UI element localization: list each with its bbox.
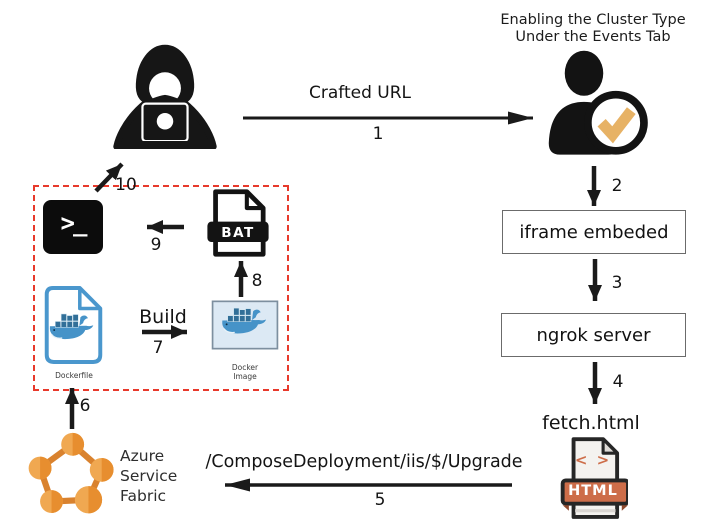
victim-caption-line2: Under the Events Tab [515,29,671,46]
azure-service-fabric-label: Azure Service Fabric [120,446,177,506]
azure-label-line2: Service [120,467,178,486]
step6-number: 6 [79,396,91,416]
dockerfile-label: Dockerfile [55,371,93,380]
ngrok-server-label: ngrok server [536,324,651,346]
checkmark-icon [597,107,636,144]
iframe-embedded-label: iframe embeded [519,221,669,243]
fetch-html-label: fetch.html [542,412,640,434]
azure-label-line3: Fabric [120,487,167,506]
html-code-brackets-icon: < > [574,451,612,469]
step8-number: 8 [251,271,263,291]
iframe-embedded-box: iframe embeded [502,210,686,254]
terminal-icon: >_ [43,200,103,254]
azure-service-fabric-icon [28,432,114,514]
docker-image-label: Docker Image [231,363,259,382]
bat-badge-label: BAT [221,225,255,241]
step7-label: Build [139,306,187,328]
ngrok-server-box: ngrok server [501,313,686,357]
step3-number: 3 [611,273,623,293]
step7-number: 7 [152,338,164,358]
victim-caption-line1: Enabling the Cluster Type [500,12,686,28]
victim-caption: Enabling the Cluster Type Under the Even… [487,12,699,47]
attacker-build-zone [33,185,289,391]
step2-number: 2 [611,176,623,196]
dockerfile-icon [44,286,103,364]
step1-number: 1 [372,124,384,144]
html-badge-label: HTML [568,483,618,499]
step10-number: 10 [115,175,137,195]
terminal-prompt: >_ [60,209,88,237]
step4-number: 4 [612,372,624,392]
azure-label-line1: Azure [120,447,165,465]
html-file-icon [560,437,628,519]
step5-label: /ComposeDeployment/iis/$/Upgrade [205,452,523,472]
step1-label: Crafted URL [308,83,412,103]
victim-user-icon [548,50,648,155]
step5-number: 5 [374,490,386,510]
bat-file-icon [207,189,269,257]
docker-image-icon [211,300,279,350]
arrow-step-10 [94,162,124,193]
step9-number: 9 [150,235,162,255]
hacker-icon [113,44,217,149]
